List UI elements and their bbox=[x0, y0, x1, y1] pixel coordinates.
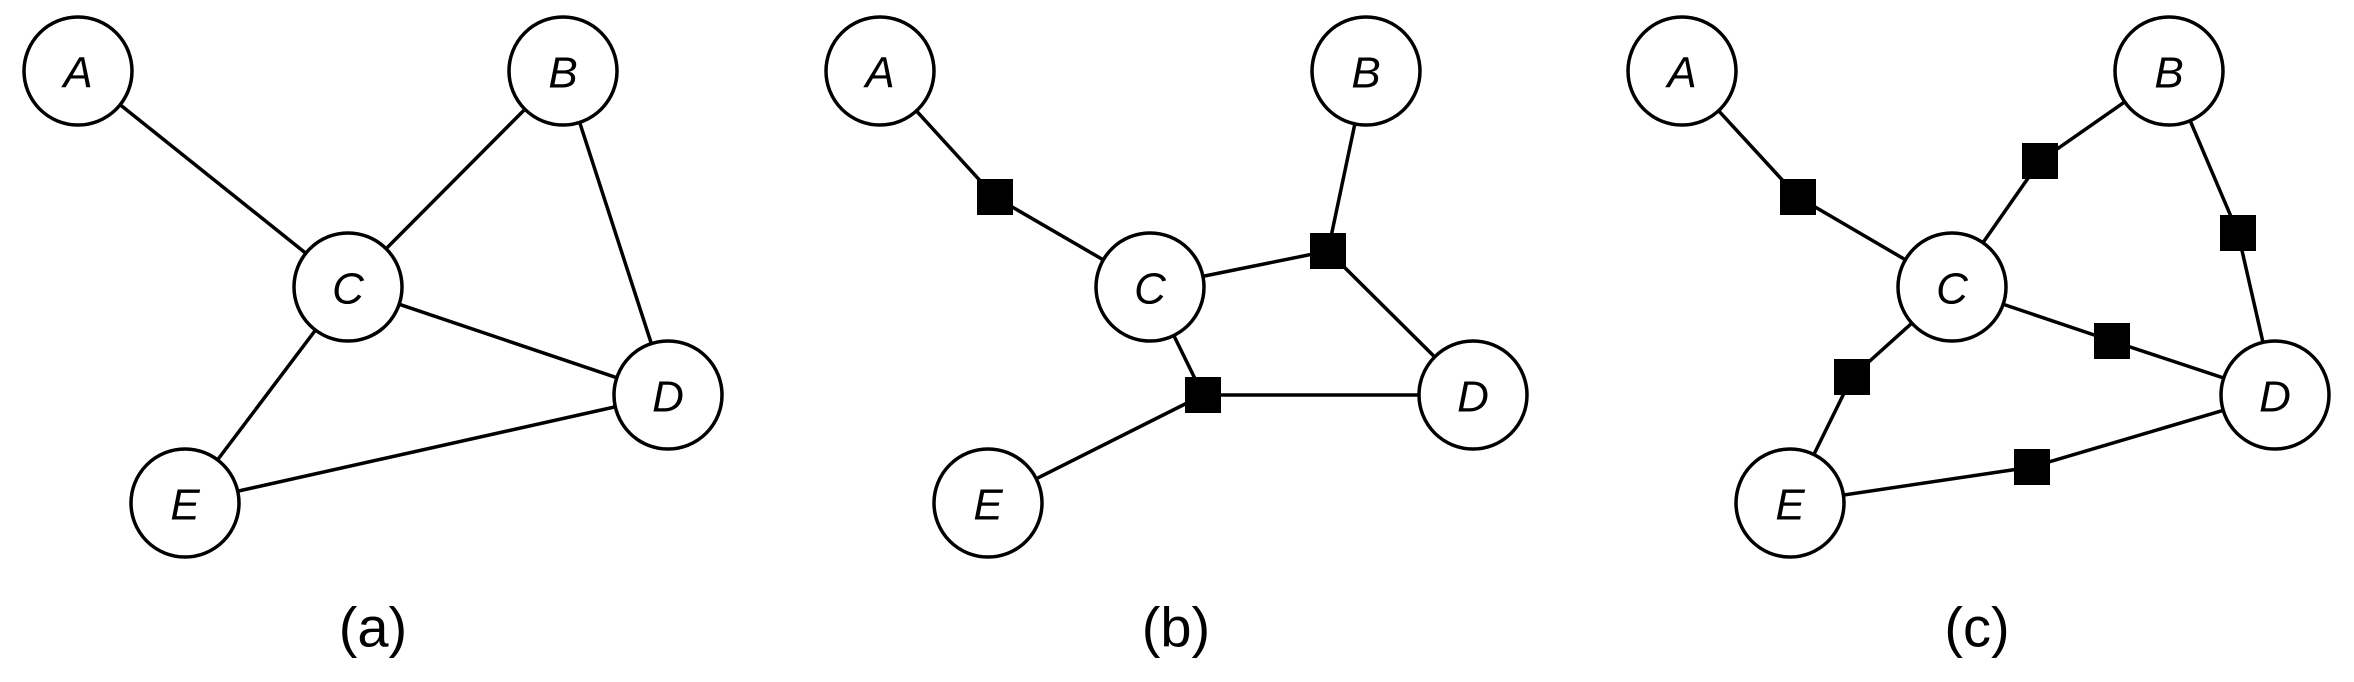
node-circle bbox=[1626, 15, 1738, 127]
nodes-layer: A B C D E bbox=[1626, 15, 2331, 559]
factor-node bbox=[2022, 143, 2058, 179]
factors-layer bbox=[1780, 143, 2256, 485]
factor-node bbox=[977, 179, 1013, 215]
node-circle bbox=[129, 447, 241, 559]
node-label: B bbox=[548, 49, 577, 98]
panel-caption: (b) bbox=[1142, 596, 1210, 659]
factor-node bbox=[2220, 215, 2256, 251]
variable-node-a: A bbox=[1626, 15, 1738, 127]
variable-node-b: B bbox=[1310, 15, 1422, 127]
node-label: D bbox=[2259, 373, 2291, 422]
node-label: E bbox=[1775, 481, 1805, 530]
node-label: C bbox=[1134, 265, 1167, 314]
variable-node-e: E bbox=[932, 447, 1044, 559]
variable-node-c: C bbox=[1094, 231, 1206, 343]
node-label: D bbox=[1457, 373, 1489, 422]
node-circle bbox=[2219, 339, 2331, 451]
edge-E-D bbox=[184, 393, 669, 505]
variable-node-b: B bbox=[2113, 15, 2225, 127]
node-label: B bbox=[1351, 49, 1380, 98]
edge-B-D bbox=[561, 70, 670, 396]
node-circle bbox=[507, 15, 619, 127]
node-circle bbox=[292, 231, 404, 343]
variable-node-a: A bbox=[824, 15, 936, 127]
variable-node-b: B bbox=[507, 15, 619, 127]
variable-node-e: E bbox=[129, 447, 241, 559]
variable-node-c: C bbox=[292, 231, 404, 343]
node-label: D bbox=[652, 373, 684, 422]
node-label: C bbox=[332, 265, 365, 314]
node-circle bbox=[932, 447, 1044, 559]
panel-caption: (a) bbox=[339, 596, 407, 659]
node-circle bbox=[1094, 231, 1206, 343]
panel-b: A B C D E (b) bbox=[824, 15, 1529, 659]
panel-caption: (c) bbox=[1944, 596, 2009, 659]
panel-c: A B C D E (c) bbox=[1626, 15, 2331, 659]
node-circle bbox=[22, 15, 134, 127]
factor-node bbox=[1780, 179, 1816, 215]
node-circle bbox=[1310, 15, 1422, 127]
node-label: A bbox=[862, 49, 894, 98]
nodes-layer: A B C D E bbox=[22, 15, 724, 559]
variable-node-d: D bbox=[612, 339, 724, 451]
factor-node bbox=[1310, 233, 1346, 269]
edge-A-C bbox=[76, 69, 350, 289]
node-circle bbox=[2113, 15, 2225, 127]
factor-node bbox=[1185, 377, 1221, 413]
node-circle bbox=[824, 15, 936, 127]
variable-node-a: A bbox=[22, 15, 134, 127]
variable-node-e: E bbox=[1734, 447, 1846, 559]
node-label: E bbox=[170, 481, 200, 530]
variable-node-d: D bbox=[2219, 339, 2331, 451]
panel-a: A B C D E (a) bbox=[22, 15, 724, 659]
factor-node bbox=[2014, 449, 2050, 485]
node-circle bbox=[1734, 447, 1846, 559]
node-label: E bbox=[973, 481, 1003, 530]
variable-node-c: C bbox=[1896, 231, 2008, 343]
edge-C-D bbox=[347, 285, 669, 397]
node-circle bbox=[1896, 231, 2008, 343]
node-circle bbox=[612, 339, 724, 451]
node-label: C bbox=[1936, 265, 1969, 314]
node-label: A bbox=[1664, 49, 1696, 98]
factor-node bbox=[1834, 359, 1870, 395]
nodes-layer: A B C D E bbox=[824, 15, 1529, 559]
factors-layer bbox=[977, 179, 1346, 413]
node-label: B bbox=[2154, 49, 2183, 98]
factor-node bbox=[2094, 323, 2130, 359]
node-label: A bbox=[60, 49, 92, 98]
node-circle bbox=[1417, 339, 1529, 451]
variable-node-d: D bbox=[1417, 339, 1529, 451]
